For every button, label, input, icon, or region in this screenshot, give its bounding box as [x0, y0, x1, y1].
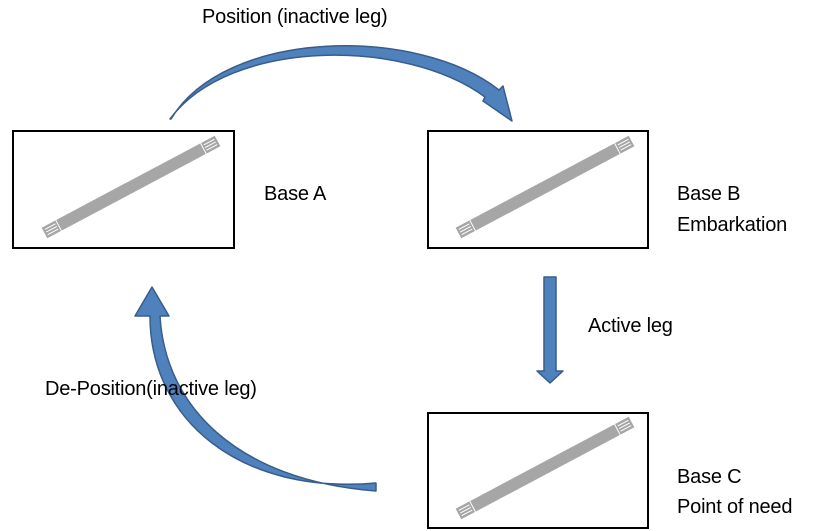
- base-a-label: Base A: [264, 183, 327, 205]
- base-b-label: Base B: [677, 183, 741, 205]
- base-c-sublabel: Point of need: [677, 496, 793, 518]
- base-b-sublabel: Embarkation: [677, 214, 788, 236]
- active-leg-arrow-icon: [536, 276, 564, 384]
- de-position-arrow-label: De-Position(inactive leg): [45, 378, 257, 400]
- de-position-arrow-icon: [134, 286, 377, 492]
- active-leg-label: Active leg: [588, 315, 673, 337]
- position-arrow-icon: [169, 45, 513, 122]
- base-c-label: Base C: [677, 466, 742, 488]
- position-arrow-label: Position (inactive leg): [202, 6, 388, 28]
